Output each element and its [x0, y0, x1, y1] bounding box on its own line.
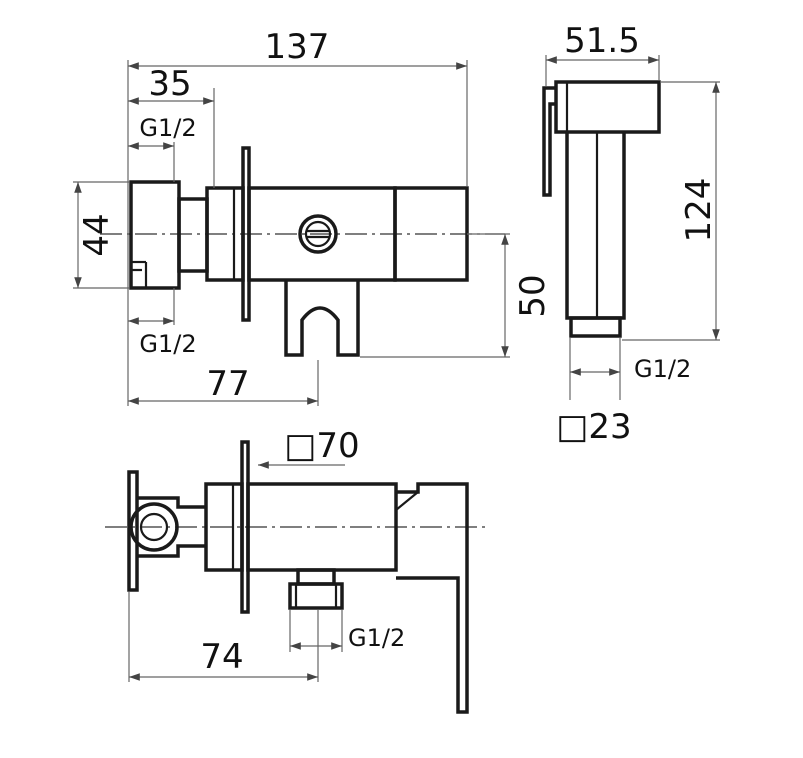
ring-inlet-outer [129, 502, 179, 552]
shower-head [554, 80, 661, 134]
dim-44-label: 44 [77, 213, 117, 256]
dim-51-5-label: 51.5 [564, 21, 640, 61]
dim-sq23-label: □23 [556, 407, 631, 447]
dim-74-label: 74 [200, 637, 243, 677]
hose-connector [569, 316, 622, 338]
inlet-nipple [177, 197, 209, 273]
lever-handle [396, 482, 469, 714]
dim-77-label: 77 [206, 364, 249, 404]
front-view: 137 35 G1/2 44 G1/2 77 50 [73, 27, 553, 406]
dim-g12-bottom-label: G1/2 [348, 624, 405, 652]
hand-shower-view: 51.5 124 G1/2 □23 [542, 21, 720, 447]
dim-sq70-label: □70 [284, 426, 359, 466]
dim-35-label: 35 [148, 64, 191, 104]
bottom-outlet [288, 582, 344, 610]
bottom-outlet-neck [296, 568, 336, 586]
dim-g12-hose-label: G1/2 [634, 355, 691, 383]
dim-124-label: 124 [679, 178, 719, 243]
dim-50-label: 50 [513, 274, 553, 317]
elbow-top [137, 496, 206, 509]
inlet-fitting [129, 180, 181, 290]
shower-handle [565, 132, 626, 320]
dim-g12-top-label: G1/2 [139, 114, 196, 142]
elbow-bottom [137, 544, 206, 558]
dim-g12-mid-label: G1/2 [139, 330, 196, 358]
shower-holder [284, 280, 360, 357]
mounting-flange [127, 470, 139, 592]
ring-inlet-inner [139, 512, 169, 542]
top-view: □70 74 G1/2 [105, 426, 485, 714]
dim-137-label: 137 [265, 27, 330, 67]
shower-trigger [542, 86, 556, 197]
center-screw [298, 214, 338, 254]
